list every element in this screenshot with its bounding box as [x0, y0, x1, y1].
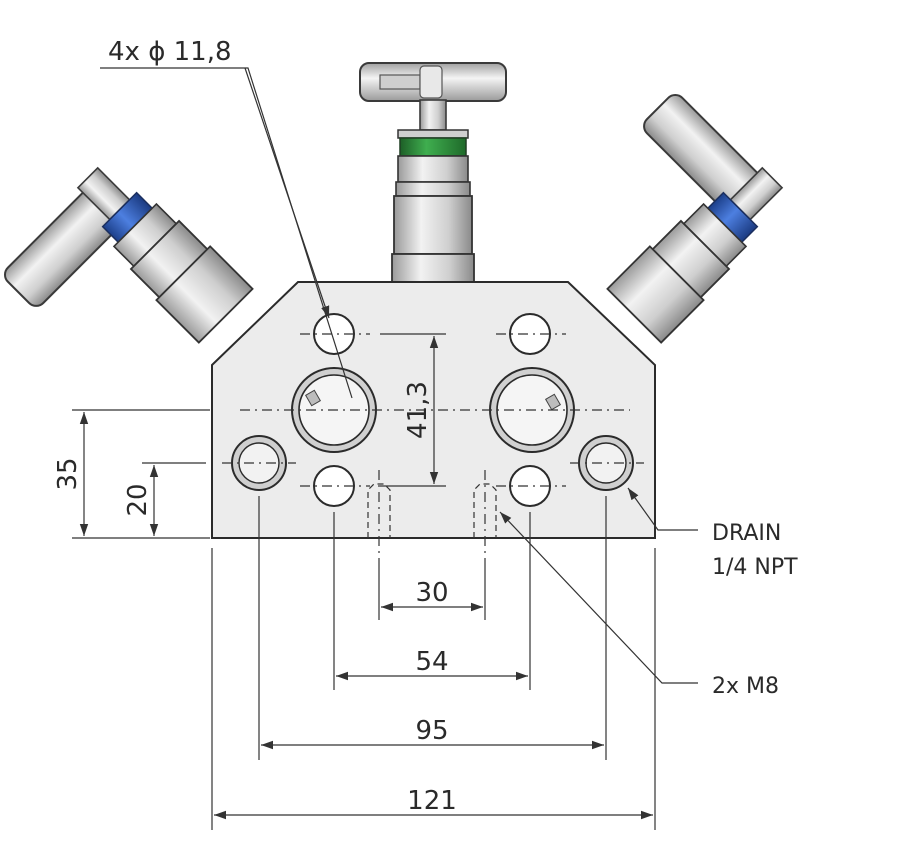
dim-121: 121 — [407, 786, 457, 816]
drain-callout-line1: DRAIN — [712, 521, 781, 546]
dimension-arrows — [79, 336, 653, 820]
left-valve — [3, 166, 254, 344]
threads-callout: 2x M8 — [712, 674, 779, 699]
dim-54: 54 — [415, 647, 448, 677]
holes-callout: 4x ϕ 11,8 — [108, 37, 232, 67]
center-lines — [222, 333, 644, 560]
dim-95: 95 — [415, 716, 448, 746]
dim-41-3: 41,3 — [403, 381, 433, 439]
green-ring — [399, 137, 467, 157]
dim-35: 35 — [53, 457, 83, 490]
extension-lines — [72, 333, 656, 830]
leader-lines — [100, 67, 698, 684]
dim-20: 20 — [123, 483, 153, 516]
center-valve — [359, 62, 507, 283]
dim-30: 30 — [415, 578, 448, 608]
right-valve — [606, 93, 784, 344]
m8-threads — [367, 483, 497, 538]
drain-callout-line2: 1/4 NPT — [712, 555, 798, 580]
